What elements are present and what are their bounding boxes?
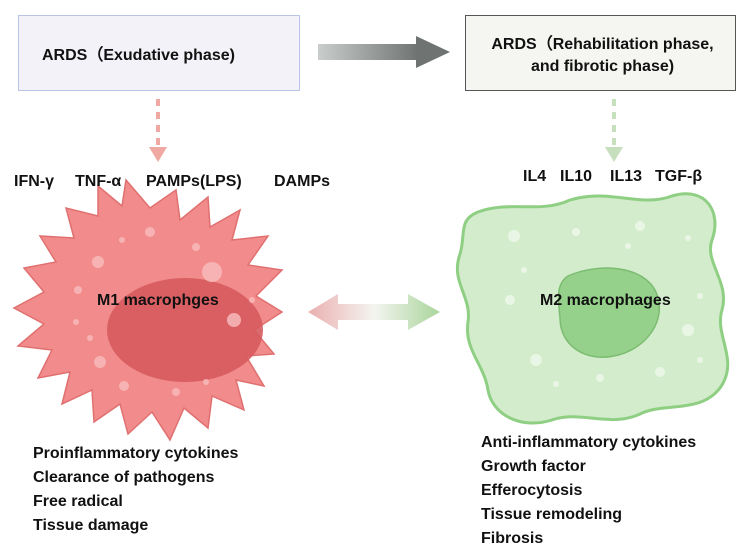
m1-inducer: IFN-γ <box>14 173 54 190</box>
m2-vesicles <box>505 221 703 387</box>
m2-inducer: IL10 <box>560 168 593 185</box>
m2-inducers: IL4 IL10 IL13 TGF-β <box>0 168 749 188</box>
m2-functions-list: Anti-inflammatory cytokines Growth facto… <box>481 431 696 551</box>
dashed-arrow-to-m2-inducers <box>605 99 623 162</box>
exudative-phase-box: ARDS（Exudative phase) <box>18 15 300 91</box>
m2-cell-label: M2 macrophages <box>540 292 671 309</box>
m2-function-item: Fibrosis <box>481 530 544 547</box>
m1-inducer: PAMPs(LPS) <box>146 173 242 190</box>
m2-inducer: IL13 <box>610 168 643 185</box>
dashed-arrow-to-m1-inducers <box>149 99 167 162</box>
m1-functions-list: Proinflammatory cytokines Clearance of p… <box>33 442 238 538</box>
rehabilitation-phase-label-line2: and fibrotic phase) <box>530 58 675 75</box>
m2-function-item: Anti-inflammatory cytokines <box>481 434 697 451</box>
m1-macrophage-cell <box>12 178 284 442</box>
m1-function-item: Proinflammatory cytokines <box>33 445 239 462</box>
m1-nucleus <box>107 278 263 382</box>
m1-inducers: IFN-γ TNF-α PAMPs(LPS) DAMPs <box>0 173 360 193</box>
m1-vesicles <box>73 227 255 396</box>
phase-transition-arrow <box>318 36 450 68</box>
m2-function-item: Growth factor <box>481 458 586 475</box>
m1-inducer: TNF-α <box>75 173 122 190</box>
m2-function-item: Efferocytosis <box>481 482 583 499</box>
m2-inducer: TGF-β <box>655 168 703 185</box>
m2-macrophage-cell <box>455 192 730 425</box>
m2-nucleus <box>557 267 661 358</box>
m1-inducer: DAMPs <box>274 173 331 190</box>
m1-cell-label: M1 macrophges <box>97 292 219 309</box>
polarization-double-arrow <box>308 294 440 330</box>
m1-function-item: Tissue damage <box>33 517 149 534</box>
rehabilitation-phase-box: ARDS（Rehabilitation phase, and fibrotic … <box>465 15 736 91</box>
m1-function-item: Clearance of pathogens <box>33 469 215 486</box>
rehabilitation-phase-label-line1: ARDS（Rehabilitation phase, <box>491 36 714 53</box>
m2-inducer: IL4 <box>523 168 547 185</box>
exudative-phase-label: ARDS（Exudative phase) <box>42 47 235 64</box>
m1-function-item: Free radical <box>33 493 123 510</box>
m2-function-item: Tissue remodeling <box>481 506 623 523</box>
